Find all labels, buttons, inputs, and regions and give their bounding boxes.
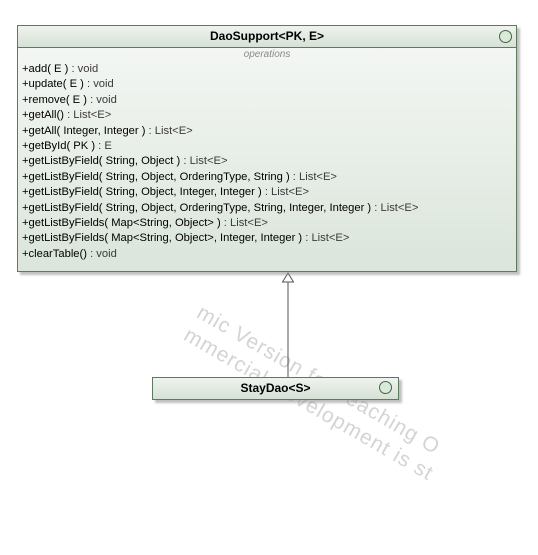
operation-signature: +clearTable() — [22, 247, 87, 260]
generalization-arrowhead — [281, 272, 295, 283]
operation[interactable]: +getListByFields( Map<String, Object> ) … — [22, 216, 516, 231]
operation-signature: +getListByField( String, Object, Orderin… — [22, 201, 372, 214]
operation-return: : List<E> — [180, 155, 228, 168]
operation-return: : void — [86, 93, 117, 106]
operation[interactable]: +clearTable() : void — [22, 247, 516, 262]
operation-signature: +getById( PK ) — [22, 140, 96, 153]
operation[interactable]: +update( E ) : void — [22, 77, 516, 92]
class-dao-support[interactable]: DaoSupport<PK, E> operations +add( E ) :… — [17, 25, 517, 272]
connector-layer — [281, 272, 295, 377]
operation[interactable]: +remove( E ) : void — [22, 93, 516, 108]
operation-signature: +remove( E ) — [22, 93, 87, 106]
operation[interactable]: +getListByField( String, Object, Orderin… — [22, 170, 516, 185]
class-stay-dao[interactable]: StayDao<S> — [152, 377, 399, 400]
operation-return: : void — [86, 247, 117, 260]
operation[interactable]: +getListByField( String, Object, Integer… — [22, 185, 516, 200]
operation-return: : List<E> — [371, 201, 419, 214]
operations-label: operations — [243, 49, 291, 60]
operations-list: +add( E ) : void +update( E ) : void +re… — [18, 62, 516, 262]
operation-return: : void — [83, 78, 114, 91]
operation[interactable]: +getAll() : List<E> — [22, 108, 516, 123]
operation-signature: +getAll( Integer, Integer ) — [22, 124, 146, 137]
operation-signature: +getListByField( String, Object, Orderin… — [22, 170, 290, 183]
operation-signature: +add( E ) — [22, 63, 69, 75]
operation-signature: +getAll() — [22, 109, 64, 122]
operation-signature: +update( E ) — [22, 78, 84, 91]
class-header: DaoSupport<PK, E> — [18, 26, 516, 48]
operation-signature: +getListByFields( Map<String, Object> ) — [22, 217, 221, 230]
class-name: StayDao<S> — [240, 381, 311, 395]
operation-signature: +getListByField( String, Object ) — [22, 155, 181, 168]
operation-return: : void — [68, 63, 99, 75]
operation-return: : List<E> — [289, 170, 337, 183]
operation[interactable]: +getListByField( String, Object ) : List… — [22, 154, 516, 169]
class-icon — [379, 381, 392, 394]
class-icon — [499, 30, 512, 43]
operation-return: : List<E> — [63, 109, 112, 122]
operation[interactable]: +getAll( Integer, Integer ) : List<E> — [22, 124, 516, 139]
operation-return: : List<E> — [220, 217, 268, 230]
operation[interactable]: +getById( PK ) : E — [22, 139, 516, 154]
operation-return: : List<E> — [261, 186, 309, 199]
operation-signature: +getListByFields( Map<String, Object>, I… — [22, 232, 303, 245]
operation-return: : E — [95, 140, 112, 153]
operation-return: : List<E> — [302, 232, 350, 245]
operation[interactable]: +getListByField( String, Object, Orderin… — [22, 201, 516, 216]
class-header: StayDao<S> — [153, 378, 398, 399]
operations-compartment: operations +add( E ) : void +update( E )… — [18, 48, 516, 271]
operation[interactable]: +add( E ) : void — [22, 62, 516, 77]
operation-signature: +getListByField( String, Object, Integer… — [22, 186, 262, 199]
operation[interactable]: +getListByFields( Map<String, Object>, I… — [22, 231, 516, 246]
class-name: DaoSupport<PK, E> — [209, 29, 325, 43]
operation-return: : List<E> — [145, 124, 193, 137]
